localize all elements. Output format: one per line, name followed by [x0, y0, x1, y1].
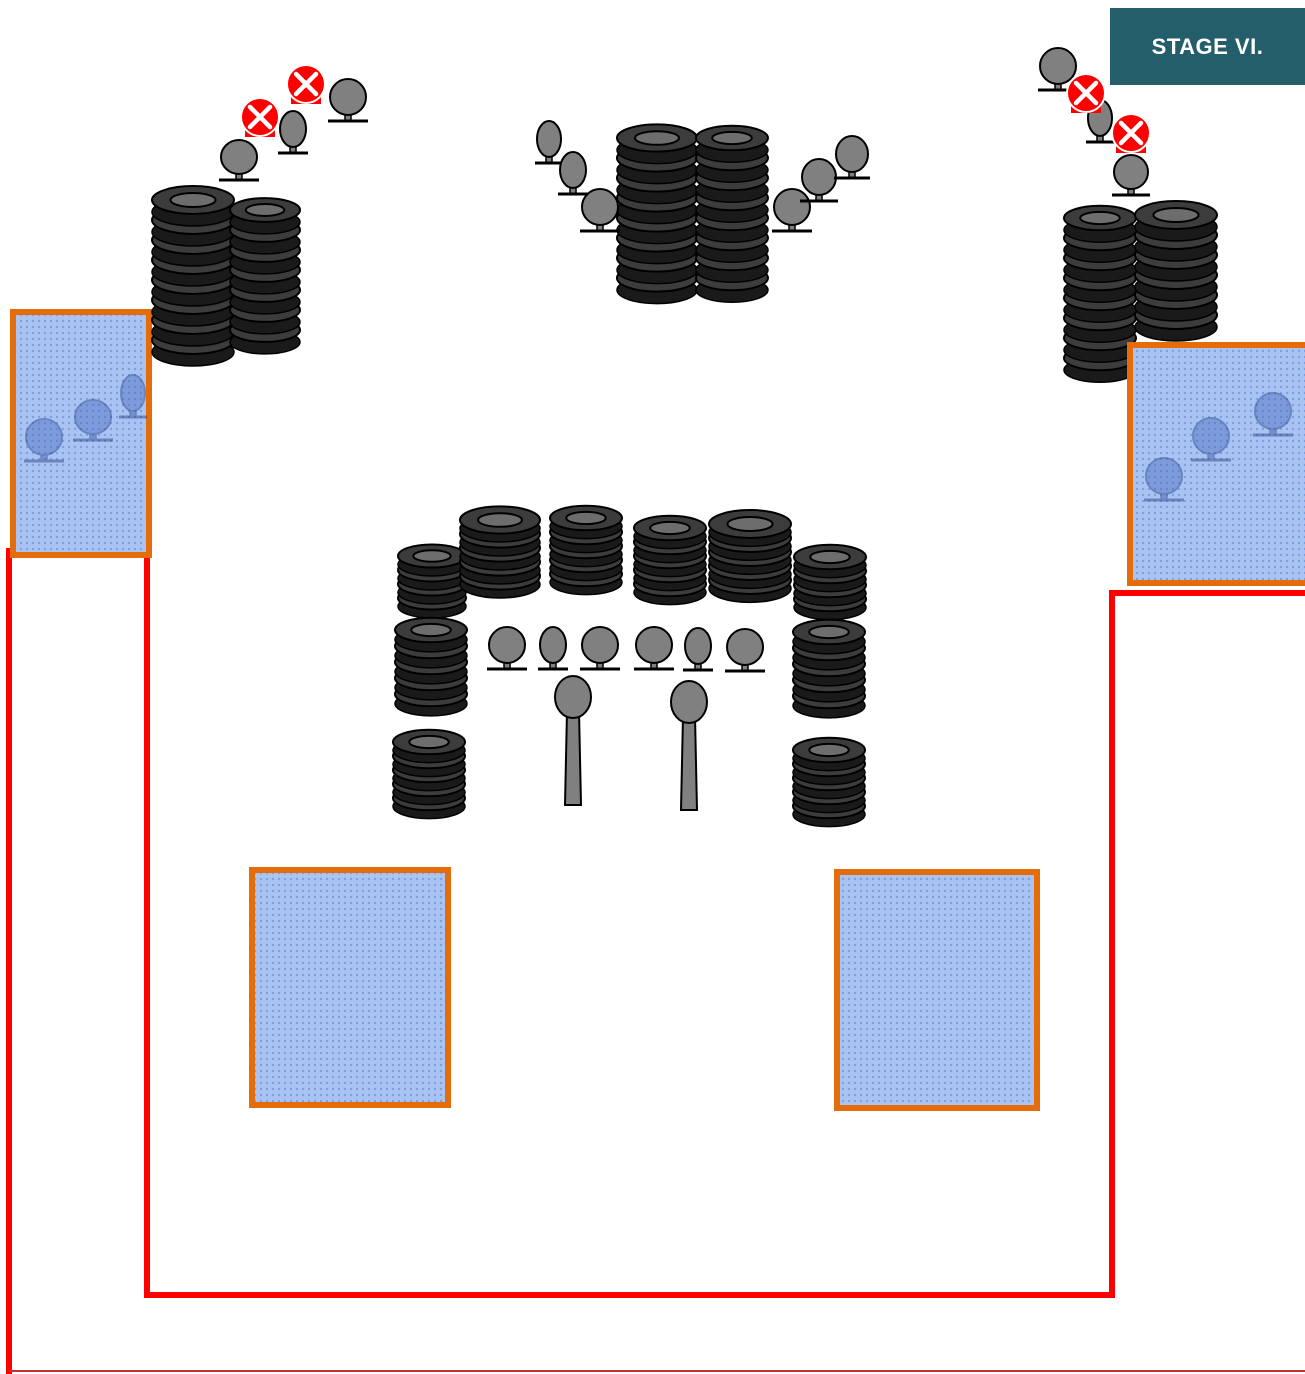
submerged-target-icon: [1253, 392, 1293, 437]
steel-target-icon: [1086, 99, 1114, 144]
tire-stack-icon: [793, 543, 867, 621]
tire-stack-icon: [151, 185, 235, 367]
tire-stack-icon: [633, 514, 707, 606]
submerged-target-icon: [24, 418, 64, 463]
inner-fault-line: [144, 555, 1305, 1298]
tire-stack-icon: [792, 736, 866, 828]
steel-target-icon: [538, 626, 568, 671]
tire-stack-icon: [1134, 200, 1218, 342]
hazard-pool-bottom-right: [834, 869, 1040, 1111]
steel-target-icon: [634, 626, 674, 671]
tire-stack-icon: [549, 504, 623, 596]
steel-target-icon: [487, 626, 527, 671]
submerged-target-icon: [119, 374, 147, 419]
no-shoot-marker-icon: [1066, 73, 1106, 113]
tire-stack-icon: [1063, 204, 1137, 383]
hazard-pool-right: [1127, 342, 1305, 586]
steel-target-icon: [328, 78, 368, 123]
stage-title-banner: STAGE VI.: [1110, 8, 1305, 85]
stage-title: STAGE VI.: [1151, 33, 1264, 59]
tire-stack-icon: [459, 505, 541, 599]
tire-stack-icon: [695, 124, 769, 303]
steel-target-icon: [580, 626, 620, 671]
tire-stack-icon: [392, 728, 466, 820]
tire-stack-icon: [394, 616, 468, 717]
steel-target-icon: [834, 135, 870, 180]
tire-stack-icon: [708, 509, 792, 604]
hazard-pool-left: [10, 309, 152, 558]
steel-target-icon: [219, 139, 259, 182]
steel-target-icon: [278, 110, 308, 155]
submerged-target-icon: [1191, 417, 1231, 462]
popper-target-icon: [670, 680, 708, 811]
steel-target-icon: [580, 188, 620, 233]
tire-stack-icon: [792, 618, 866, 719]
steel-target-icon: [535, 120, 563, 165]
tire-stack-icon: [397, 543, 467, 619]
submerged-target-icon: [73, 399, 113, 442]
tire-stack-icon: [616, 123, 698, 305]
steel-target-icon: [683, 627, 713, 672]
no-shoot-marker-icon: [240, 97, 280, 137]
steel-target-icon: [725, 628, 765, 673]
no-shoot-marker-icon: [286, 64, 326, 104]
popper-target-icon: [554, 675, 592, 806]
hazard-pool-bottom-left: [249, 867, 451, 1108]
steel-target-icon: [772, 188, 812, 233]
steel-target-icon: [558, 151, 588, 196]
tire-stack-icon: [229, 197, 301, 355]
submerged-target-icon: [1144, 457, 1184, 502]
no-shoot-marker-icon: [1111, 113, 1151, 153]
steel-target-icon: [1112, 154, 1150, 197]
